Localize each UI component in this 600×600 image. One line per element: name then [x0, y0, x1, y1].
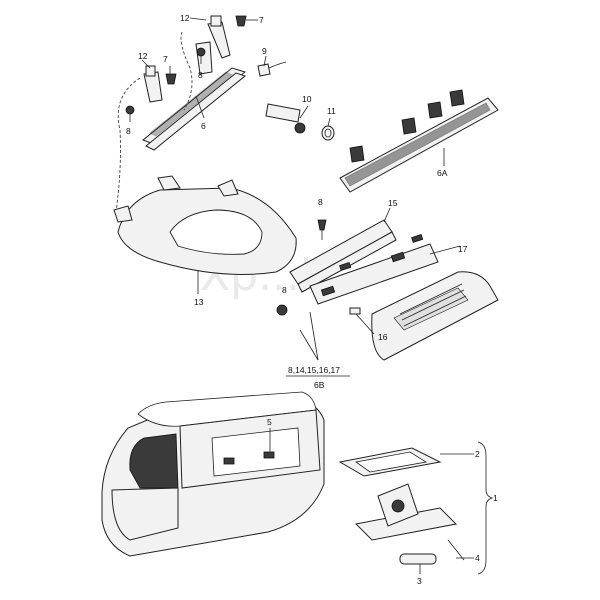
callout-17: 17 [458, 244, 468, 254]
number-plate-lamp-5[interactable] [223, 451, 275, 465]
callout-6A: 6A [437, 168, 448, 178]
callout-15: 15 [388, 198, 398, 208]
callout-8-lower: 8 [126, 126, 131, 136]
screw-8-lower[interactable] [125, 105, 135, 122]
lamp-carrier-6[interactable] [142, 67, 247, 151]
callout-11: 11 [327, 106, 336, 116]
led-row [320, 234, 424, 297]
callout-5: 5 [267, 417, 272, 427]
callout-labels: 12 7 12 7 9 8 8 6 10 11 6A 8 15 17 8 13 … [126, 13, 498, 586]
bulb-holder-9[interactable] [257, 61, 287, 77]
callout-12-lower: 12 [138, 51, 148, 61]
bulb-10[interactable] [265, 103, 306, 134]
callout-8-right: 8 [318, 197, 323, 207]
socket-6A-3 [427, 101, 443, 119]
screw-8-upper[interactable] [196, 47, 206, 64]
clip-12-lower[interactable] [145, 65, 156, 77]
lens-2[interactable] [338, 447, 442, 477]
lamp-housing-1[interactable] [354, 483, 458, 541]
nut-7-lower[interactable] [165, 73, 177, 85]
callout-6: 6 [201, 121, 206, 131]
callout-8-left: 8 [282, 285, 287, 295]
mounting-bracket-15[interactable] [289, 219, 397, 293]
lamp-housing-13[interactable] [113, 175, 297, 275]
dashed-leader-a [180, 31, 193, 111]
bulb-3[interactable] [399, 553, 437, 565]
callout-6B: 6B [314, 380, 325, 390]
callout-7-lower: 7 [163, 54, 168, 64]
callout-8-upper: 8 [198, 70, 203, 80]
callout-3: 3 [417, 576, 422, 586]
callout-16: 16 [378, 332, 388, 342]
leader-lines [141, 17, 494, 575]
callout-7-upper: 7 [259, 15, 264, 25]
callout-1: 1 [493, 493, 498, 503]
vehicle-rear [101, 391, 325, 557]
lamp-strip-6A[interactable] [339, 97, 499, 193]
socket-6A-1 [349, 145, 365, 163]
circuit-board-16[interactable] [309, 243, 439, 305]
lens-cover-6B[interactable] [371, 271, 499, 361]
clip-16[interactable] [349, 307, 361, 315]
callout-9: 9 [262, 46, 267, 56]
callout-13: 13 [194, 297, 204, 307]
dashed-leader-b [115, 77, 141, 213]
clip-12-upper[interactable] [210, 15, 222, 27]
callout-12-upper: 12 [180, 13, 190, 23]
screw-8-left[interactable] [276, 304, 288, 316]
nut-7-upper[interactable] [235, 15, 247, 27]
socket-6A-4 [449, 89, 465, 107]
callout-10: 10 [302, 94, 312, 104]
socket-6A-2 [401, 117, 417, 135]
screw-4[interactable] [447, 539, 465, 561]
callout-4: 4 [475, 553, 480, 563]
callout-group-parts: 8,14,15,16,17 [288, 365, 340, 375]
screw-8-right[interactable] [317, 219, 327, 240]
gasket-11[interactable] [321, 125, 335, 141]
callout-2: 2 [475, 449, 480, 459]
